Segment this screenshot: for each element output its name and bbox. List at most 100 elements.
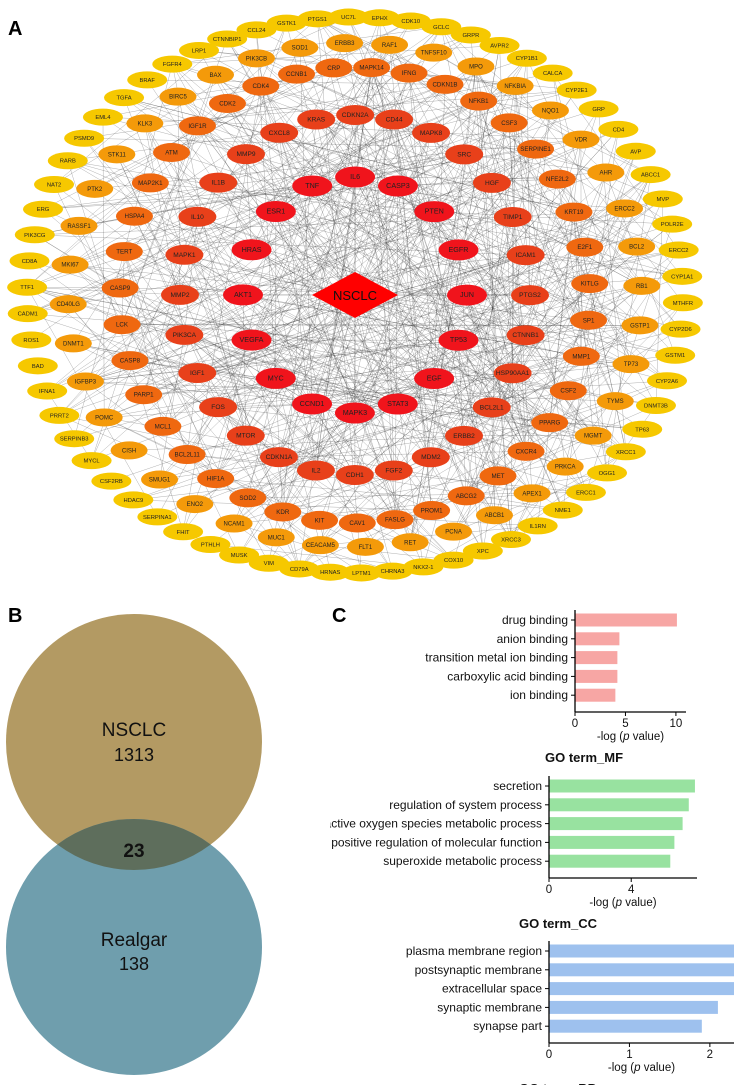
network-node-shape	[662, 294, 703, 312]
network-node: CD40LG	[49, 295, 87, 314]
network-node-label: TERT	[116, 249, 132, 256]
network-node-shape	[60, 216, 98, 235]
network-node-shape	[127, 71, 168, 89]
network-node-shape	[51, 255, 89, 274]
network-node-label: LRP1	[192, 48, 207, 54]
network-node-shape	[176, 495, 214, 514]
network-node-shape	[450, 26, 491, 44]
network-node-shape	[237, 49, 275, 68]
network-node-shape	[335, 464, 374, 485]
network-node: CASP9	[101, 278, 139, 298]
network-node-shape	[141, 470, 179, 489]
network-node: IGF1R	[178, 116, 216, 136]
network-node-label: GSTK1	[277, 21, 296, 27]
venn-overlap-count: 23	[123, 841, 144, 862]
network-node-label: TNF	[305, 181, 320, 190]
network-node-label: PTHLH	[201, 543, 220, 549]
network-node: HSPA4	[115, 206, 153, 226]
network-node-shape	[179, 41, 220, 59]
network-node-shape	[257, 528, 295, 547]
network-node-shape	[532, 64, 573, 82]
network-node-label: CTNNBIP1	[213, 37, 242, 43]
network-node-shape	[438, 329, 479, 351]
network-node-label: BCL2L11	[174, 452, 200, 459]
bar	[549, 1000, 718, 1014]
network-node-shape	[226, 425, 265, 446]
network-node: MAPK1	[165, 244, 204, 265]
network-node: MDM2	[411, 447, 450, 468]
network-node-label: BRAF	[139, 78, 155, 84]
network-node-shape	[598, 120, 639, 138]
network-node: LRP1	[179, 41, 220, 59]
network-node-shape	[587, 464, 628, 482]
network-node: CTNNB1	[506, 325, 545, 346]
network-node-label: GRP	[592, 107, 605, 113]
network-node-shape	[215, 514, 253, 533]
network-node-shape	[76, 179, 114, 198]
network-node-shape	[11, 331, 52, 349]
network-node-label: NFKBIA	[504, 84, 526, 90]
network-node-label: PIK3CB	[246, 56, 267, 62]
network-node-shape	[445, 425, 484, 446]
network-node: FGF2	[374, 460, 413, 481]
network-node-shape	[223, 284, 264, 306]
network-node-label: AVPR2	[490, 43, 509, 49]
network-node-label: BIRC5	[169, 95, 187, 101]
network-node-label: NAT2	[47, 182, 61, 188]
network-node-label: MGMT	[584, 434, 603, 440]
network-node-label: CSF2	[560, 388, 576, 395]
network-node-label: UC7L	[341, 15, 357, 21]
network-node-label: PROM1	[421, 508, 444, 515]
network-node-shape	[208, 93, 246, 113]
network-node-shape	[66, 372, 104, 391]
network-node-shape	[336, 105, 375, 126]
network-node-label: KDR	[276, 509, 290, 516]
network-node: CDKN2A	[336, 105, 375, 126]
network-node-label: NCAM1	[224, 522, 246, 528]
network-node: MAP2K1	[131, 173, 169, 193]
network-node: PRKCA	[546, 457, 584, 476]
network-node-shape	[621, 316, 659, 335]
network-node-shape	[85, 408, 123, 427]
category-label: regulation of system process	[389, 798, 542, 812]
network-node: CCNB1	[278, 64, 316, 84]
network-node-shape	[163, 523, 204, 541]
network-node-shape	[137, 508, 178, 526]
network-node-label: PTGS2	[519, 292, 541, 299]
network-node: CEACAM5	[301, 536, 339, 555]
network-node-label: EGF	[427, 374, 442, 383]
network-node-label: HGF	[485, 180, 499, 187]
network-node-shape	[153, 143, 191, 163]
category-label: synapse part	[473, 1019, 542, 1033]
network-node: TP53	[438, 329, 479, 351]
network-node-shape	[433, 551, 474, 569]
network-node: STAT3	[377, 393, 418, 415]
network-node-label: ENO2	[187, 502, 204, 508]
network-node-shape	[571, 274, 609, 294]
network-node-shape	[54, 430, 95, 448]
network-node: MYC	[255, 367, 296, 389]
network-node-label: MYCL	[84, 459, 101, 465]
network-node: SERPINE1	[517, 139, 555, 159]
network-node: XRCC3	[490, 531, 531, 549]
network-node-label: CCL24	[247, 28, 266, 34]
network-node: KLK3	[126, 114, 164, 133]
network-node: SOD2	[229, 488, 267, 508]
network-node-label: ROS1	[23, 338, 39, 344]
network-node: AVPR2	[479, 36, 520, 54]
network-node-label: AKT1	[234, 290, 252, 299]
network-node-shape	[178, 206, 217, 227]
network-node: RARB	[47, 152, 88, 170]
network-node-shape	[335, 166, 376, 188]
network-node: NAT2	[34, 175, 75, 193]
chart-title: GO term_CC	[519, 916, 598, 931]
network-node-shape	[168, 445, 206, 465]
network-node-shape	[301, 536, 339, 555]
network-node-label: VEGFA	[240, 335, 264, 344]
network-node: PIK3CG	[14, 226, 55, 244]
network-node-label: NQO1	[542, 108, 560, 114]
network-node: RAF1	[371, 35, 409, 54]
network-node: KRT19	[555, 202, 593, 222]
network-node-label: TGFA	[116, 96, 131, 102]
